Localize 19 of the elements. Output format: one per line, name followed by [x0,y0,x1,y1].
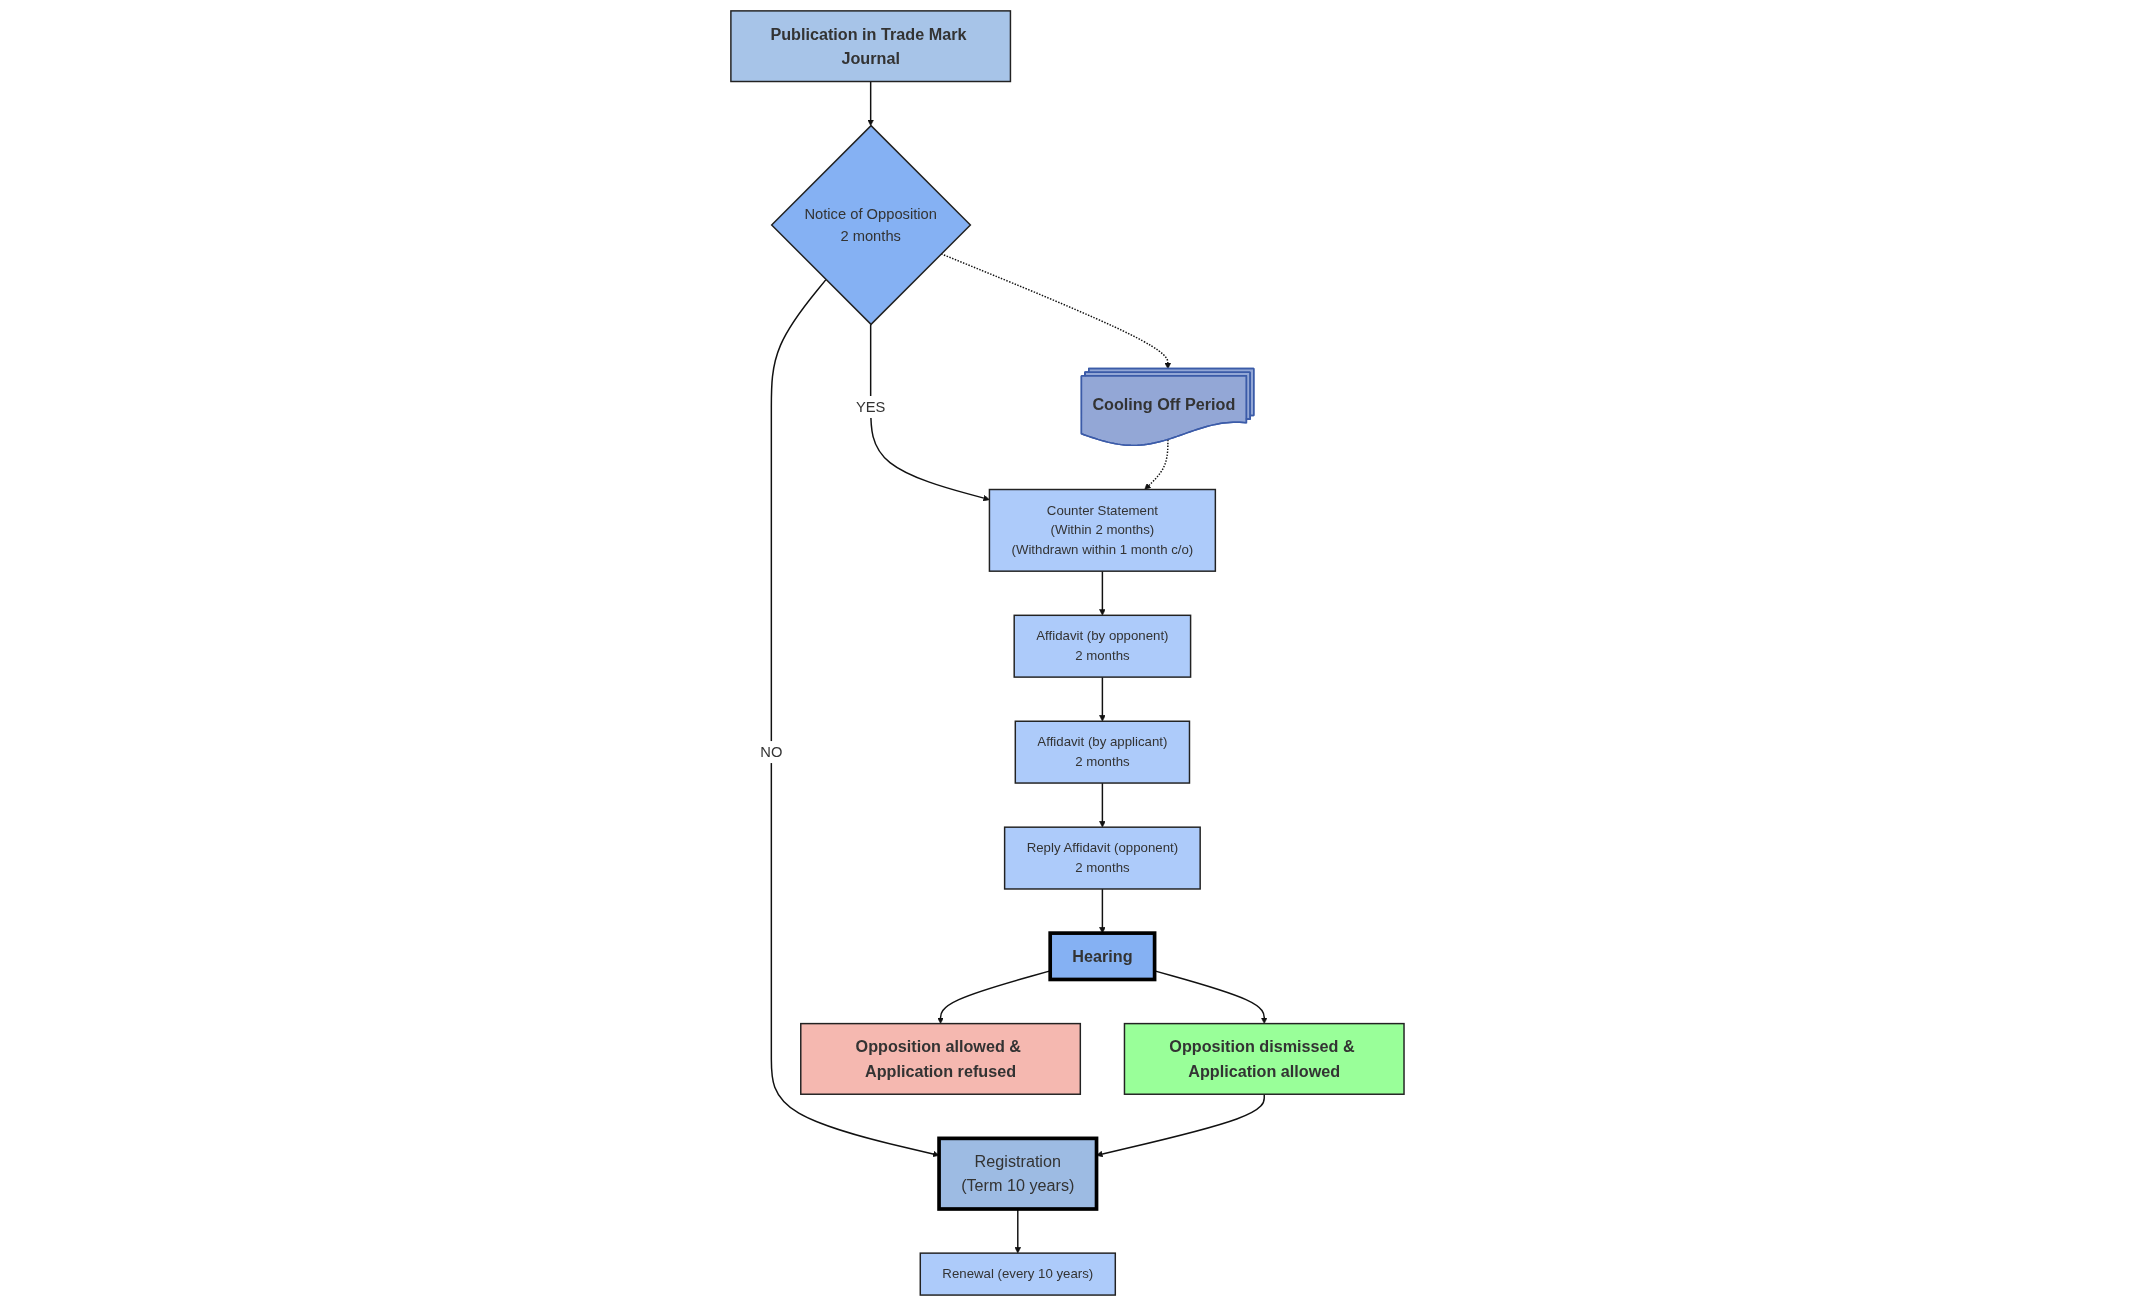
node-box: Hearing [1047,931,1156,982]
node-diamond: Notice of Opposition 2 months [770,124,971,326]
node-box: Opposition dismissed & Application allowed [1123,1022,1405,1095]
edge-label: NO [759,744,782,761]
arrow [1098,888,1106,934]
node-box: Opposition allowed & Application refused [799,1022,1081,1095]
node-box: Registration (Term 10 years) [936,1136,1098,1211]
node-box: Affidavit (by opponent) 2 months [1013,614,1191,678]
edge-label: YES [855,398,885,416]
node-box: Affidavit (by applicant) 2 months [1014,720,1190,784]
node-box: Publication in Trade Mark Journal [729,10,1011,83]
node-box: Reply Affidavit (opponent) 2 months [1003,826,1201,890]
node-box: Renewal (every 10 years) [919,1252,1116,1296]
node-box: Counter Statement (Within 2 months) (Withdrawn within 1 month c/o) [988,488,1216,572]
arrow [1098,676,1106,722]
arrow [1098,782,1106,828]
arrow [1143,439,1169,490]
arrow [1098,570,1106,616]
arrow [866,80,874,126]
